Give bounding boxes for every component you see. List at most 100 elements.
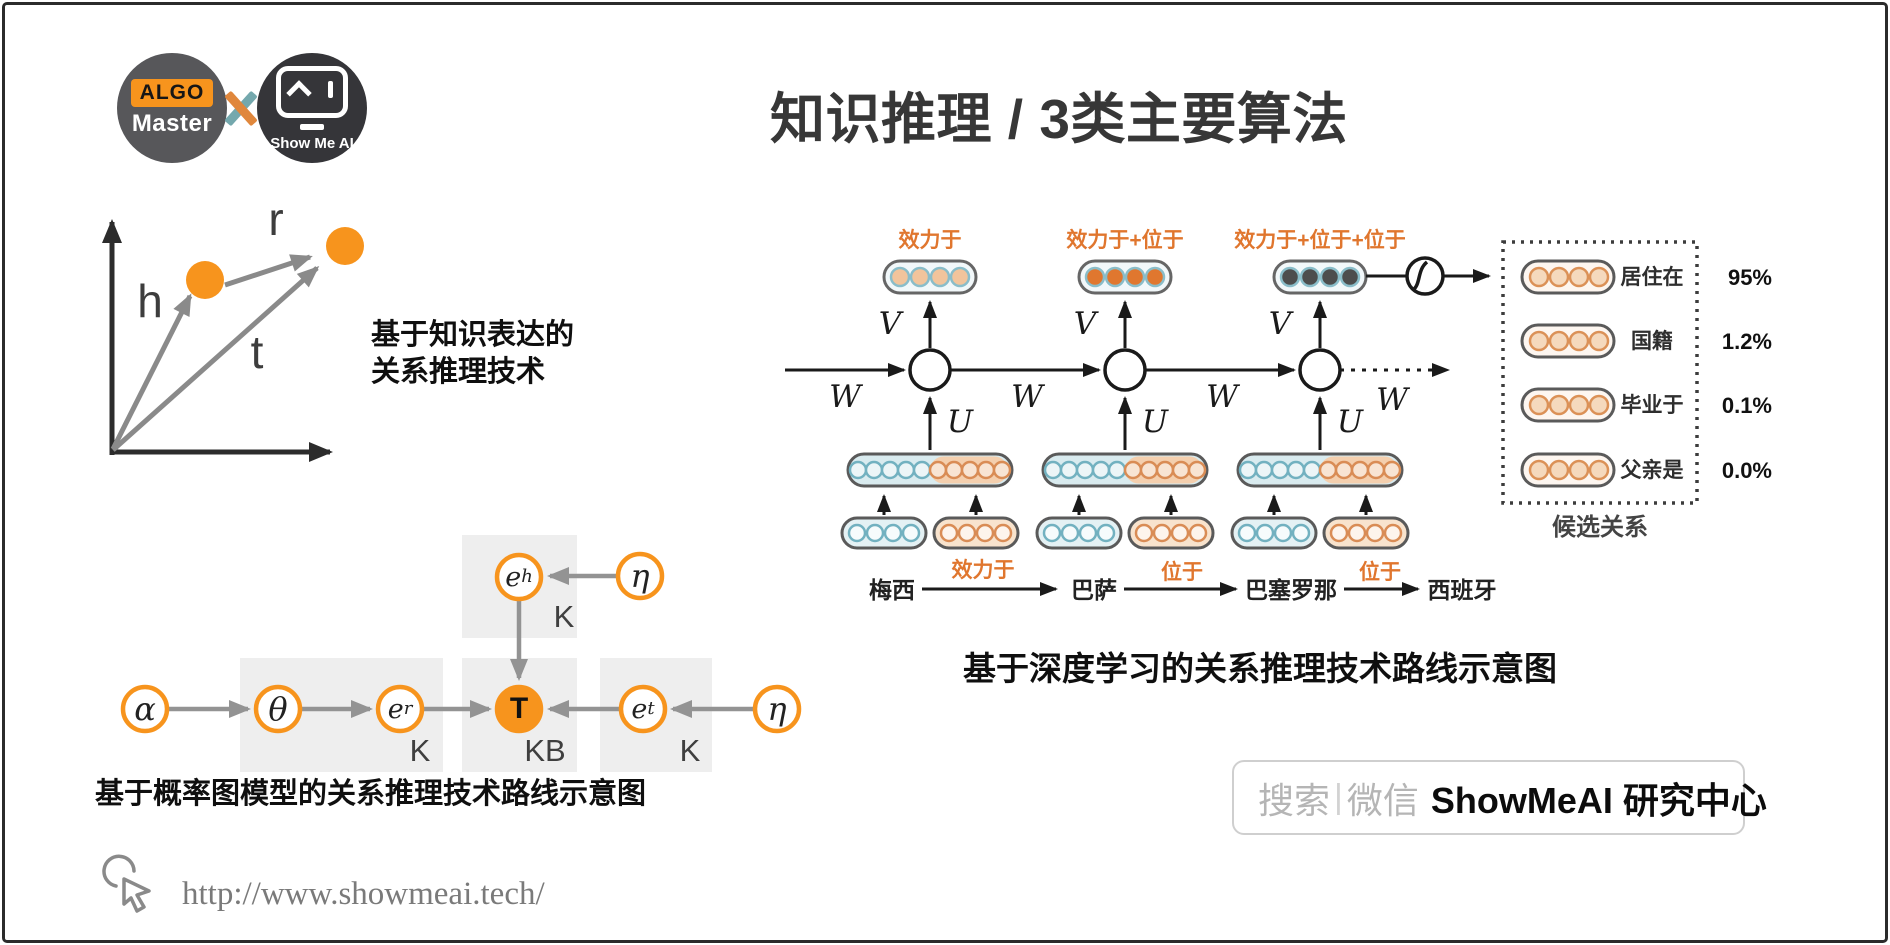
candidate-dots-3 [1528,394,1610,416]
output-dots-2 [1084,266,1166,288]
output-dots-3 [1279,266,1361,288]
embed-dots-1-orange [939,523,1013,543]
robot-mouth [300,124,324,130]
t-label: t [250,326,264,378]
seq-entity-3: 巴塞罗那 [1245,576,1337,603]
u-label-3: U [1336,403,1364,440]
node-eta-top [615,551,665,601]
rnn-caption: 基于深度学习的关系推理技术路线示意图 [963,650,1557,687]
embed-dots-2-orange [1134,523,1208,543]
eta-right-label: η [767,690,787,728]
node-er [375,684,425,734]
seq-entity-1: 梅西 [869,576,915,603]
alpha-label: α [134,690,156,728]
node-eta-right [752,684,802,734]
candidate-label-1: 居住在 [1620,265,1684,289]
page-title: 知识推理 / 3类主要算法 [770,88,1348,150]
brand-label: ShowMeAI 研究中心 [1430,779,1767,821]
candidate-pct-1: 95% [1727,265,1772,290]
w-label-2: W [1011,378,1043,415]
input-dots-3-orange [1318,460,1402,480]
w-label-1: W [829,378,861,415]
plate-k1-label: K [409,732,431,768]
kg-caption-line1: 基于知识表达的 [371,319,575,351]
rnn-figure [785,240,1699,596]
rnn-col3-relation-label: 效力于+位于+位于 [1234,228,1406,252]
search-divider: | [1334,778,1343,816]
robot-eye-left [286,80,312,106]
rnn-col2-relation-label: 效力于+位于 [1066,228,1184,252]
algo-master-logo: ALGO Master [117,53,227,163]
embed-dots-3-blue [1237,523,1311,543]
theta-label: θ [268,690,288,728]
embed-dots-1-blue [847,523,921,543]
rnn-col1-relation-label: 效力于 [898,228,962,252]
candidate-pct-4: 0.0% [1721,458,1772,483]
embed-dots-2-blue [1042,523,1116,543]
candidate-dots-1 [1528,266,1610,288]
cursor-icon [102,854,151,913]
embed-dots-3-orange [1329,523,1403,543]
candidate-label-3: 毕业于 [1620,393,1684,417]
entity-dot-t [326,227,364,265]
node-theta [253,684,303,734]
u-label-2: U [1141,403,1169,440]
pgm-figure [120,535,802,772]
seq-relation-2: 位于 [1161,560,1203,584]
seq-relation-3: 位于 [1359,560,1401,584]
h-label: h [137,275,163,327]
r-vector-arrow [224,254,313,288]
plate-k2-label: K [679,732,701,768]
node-alpha [120,684,170,734]
candidate-box [1501,240,1699,505]
node-T [494,684,544,734]
site-url: http://www.showmeai.tech/ [182,876,545,912]
plate-k3-label: K [553,598,575,634]
showmeai-label: Show Me AI [270,135,354,152]
input-dots-2-orange [1123,460,1207,480]
input-dots-2-blue [1043,460,1127,480]
input-dots-3-blue [1238,460,1322,480]
wechat-label: 微信 [1346,779,1419,821]
u-label-1: U [946,403,974,440]
candidate-box-caption: 候选关系 [1552,514,1648,541]
seq-relation-1: 效力于 [951,558,1015,582]
robot-eye-right [328,81,333,98]
algo-master-label: Master [131,110,213,137]
v-label-1: V [878,305,902,342]
hidden-node-2 [1103,348,1147,392]
t-vector-arrow [111,266,320,452]
robot-icon [276,66,348,118]
w-label-4: W [1376,381,1408,418]
candidate-label-4: 父亲是 [1620,458,1684,482]
candidate-dots-2 [1528,330,1610,352]
hidden-node-3 [1298,348,1342,392]
v-label-3: V [1268,305,1292,342]
output-dots-1 [889,266,971,288]
candidate-pct-3: 0.1% [1721,393,1772,418]
entity-dot-h [186,261,224,299]
T-label: T [509,692,529,725]
w-label-3: W [1206,378,1238,415]
wechat-search-banner: 搜索 | 微信 ShowMeAI 研究中心 [1232,760,1767,835]
r-label: r [268,193,284,245]
seq-entity-2: 巴萨 [1071,576,1117,603]
h-vector-arrow [110,293,193,451]
node-eh [494,552,544,602]
input-dots-1-blue [848,460,932,480]
candidate-pct-2: 1.2% [1721,329,1772,354]
candidate-dots-4 [1528,459,1610,481]
pgm-caption: 基于概率图模型的关系推理技术路线示意图 [95,778,647,810]
sigmoid-slash [1411,260,1429,292]
search-label: 搜索 [1258,779,1331,821]
showmeai-logo: Show Me AI [257,53,367,163]
algo-badge: ALGO [130,79,214,107]
v-label-2: V [1073,305,1097,342]
input-dots-1-orange [928,460,1012,480]
x-icon [221,89,261,129]
vector-figure [102,219,364,462]
hidden-node-1 [908,348,952,392]
seq-entity-4: 西班牙 [1427,576,1497,603]
